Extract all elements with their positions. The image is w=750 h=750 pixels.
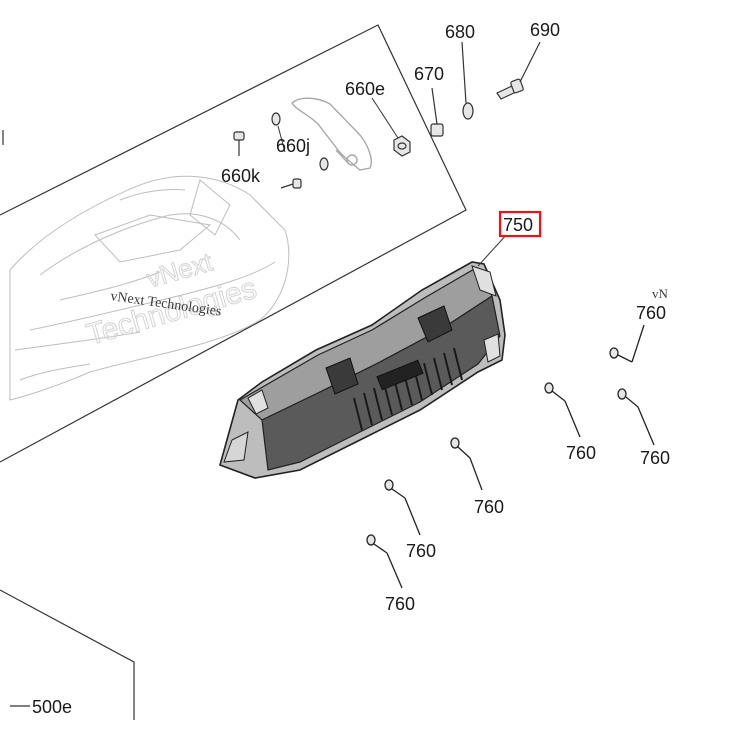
- callout-500e: 500e: [32, 697, 72, 717]
- bracket-660e-icon: [291, 97, 372, 171]
- washer-680-icon: [461, 41, 474, 120]
- fastener-660k-icon: [233, 131, 245, 156]
- callout-690: 690: [530, 20, 560, 40]
- bolt-690-icon: [496, 41, 541, 100]
- screw-760-icon: [544, 382, 581, 438]
- callout-760: 760: [566, 443, 596, 463]
- screw-760-icon: [366, 534, 403, 589]
- watermark-right-small: vN: [652, 286, 669, 301]
- lower-panel-frame: [0, 589, 135, 720]
- leader-750: [477, 232, 509, 267]
- fastener-660k-lower-icon: [280, 178, 302, 189]
- callout-660k: 660k: [221, 166, 261, 186]
- engine-cover-750-icon: [219, 261, 506, 479]
- highlight-box-750: [498, 210, 542, 238]
- leader-lines-inset: [277, 97, 399, 153]
- screw-760-icon: [384, 479, 421, 536]
- ghost-engine-cover: [9, 175, 290, 401]
- inset-panel-frame: [0, 24, 467, 463]
- callout-670: 670: [414, 64, 444, 84]
- screw-760-icon: [450, 437, 483, 491]
- callout-760: 760: [385, 594, 415, 614]
- callout-760: 760: [406, 541, 436, 561]
- callout-760-right-top: 760: [636, 303, 666, 323]
- screw-760-icon: [617, 388, 655, 446]
- spacer-670-icon: [430, 87, 444, 137]
- callout-750: 750: [503, 215, 533, 235]
- screw-760-icon: [609, 324, 645, 363]
- nut-660e-icon: [393, 135, 411, 157]
- callout-760-right: 760: [640, 448, 670, 468]
- callout-680: 680: [445, 22, 475, 42]
- callout-660e: 660e: [345, 79, 385, 99]
- callout-660j: 660j: [276, 136, 310, 156]
- callout-760: 760: [474, 497, 504, 517]
- washer-660j-icon: [271, 112, 329, 171]
